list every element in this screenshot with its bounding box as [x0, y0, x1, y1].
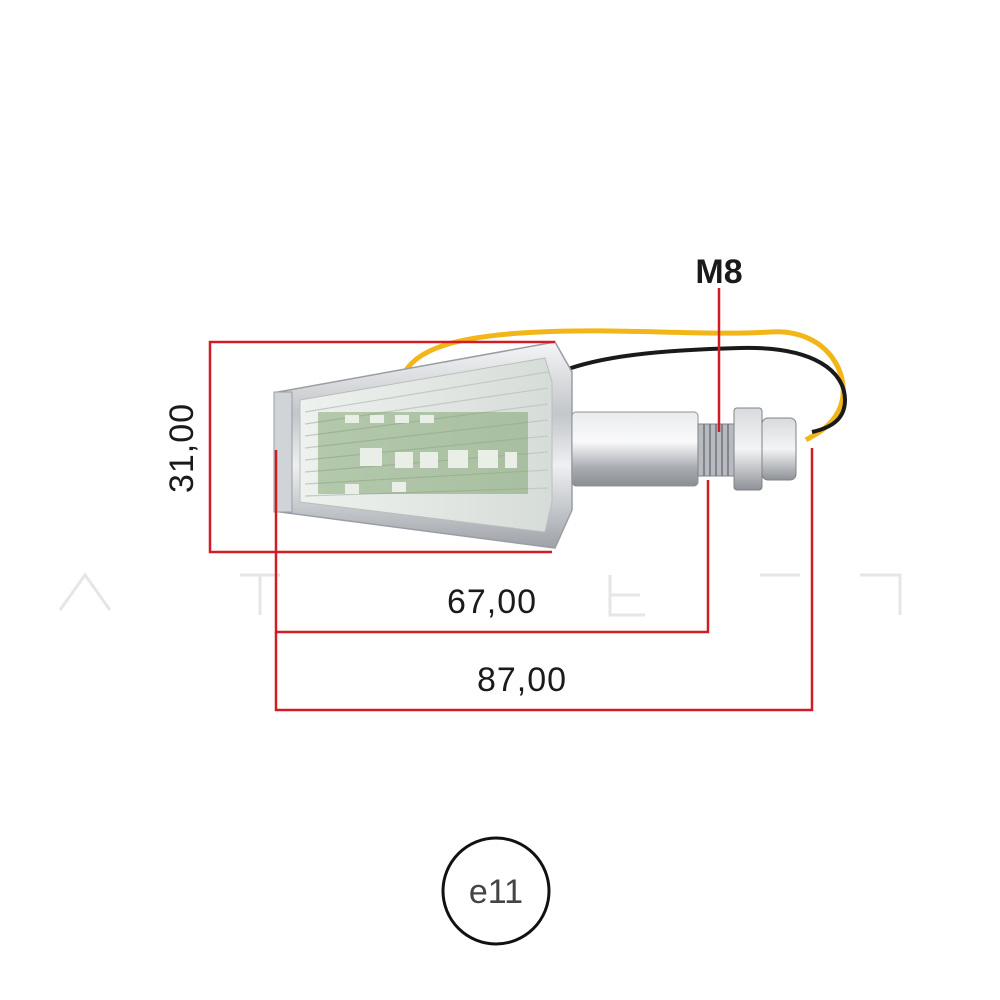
- body-length-dimension: 67,00: [274, 450, 710, 634]
- body-length-label: 67,00: [447, 583, 537, 621]
- led-dots: [345, 415, 517, 494]
- total-length-dimension-line: [274, 448, 814, 712]
- total-length-label: 87,00: [477, 661, 567, 699]
- total-length-dimension: 87,00: [274, 448, 814, 712]
- thread-dimension: M8: [695, 253, 743, 432]
- e11-certification-mark: e11: [441, 836, 551, 946]
- end-cap: [273, 391, 293, 513]
- height-label: 31,00: [163, 403, 201, 493]
- turn-signal-illustration: [273, 328, 848, 549]
- certification-circle: [441, 836, 551, 946]
- nut: [733, 407, 763, 491]
- certification-label: e11: [469, 873, 523, 911]
- washer: [761, 417, 797, 481]
- thread-label: M8: [695, 253, 742, 291]
- stem: [571, 411, 699, 487]
- height-dimension-line: [208, 340, 555, 554]
- height-dimension: 31,00: [163, 340, 555, 554]
- body-length-dimension-line: [274, 450, 710, 634]
- black-wire: [559, 345, 848, 434]
- bolt-threads: [703, 424, 729, 476]
- watermark: [58, 572, 902, 617]
- yellow-wire: [402, 328, 846, 443]
- lens: [299, 357, 553, 533]
